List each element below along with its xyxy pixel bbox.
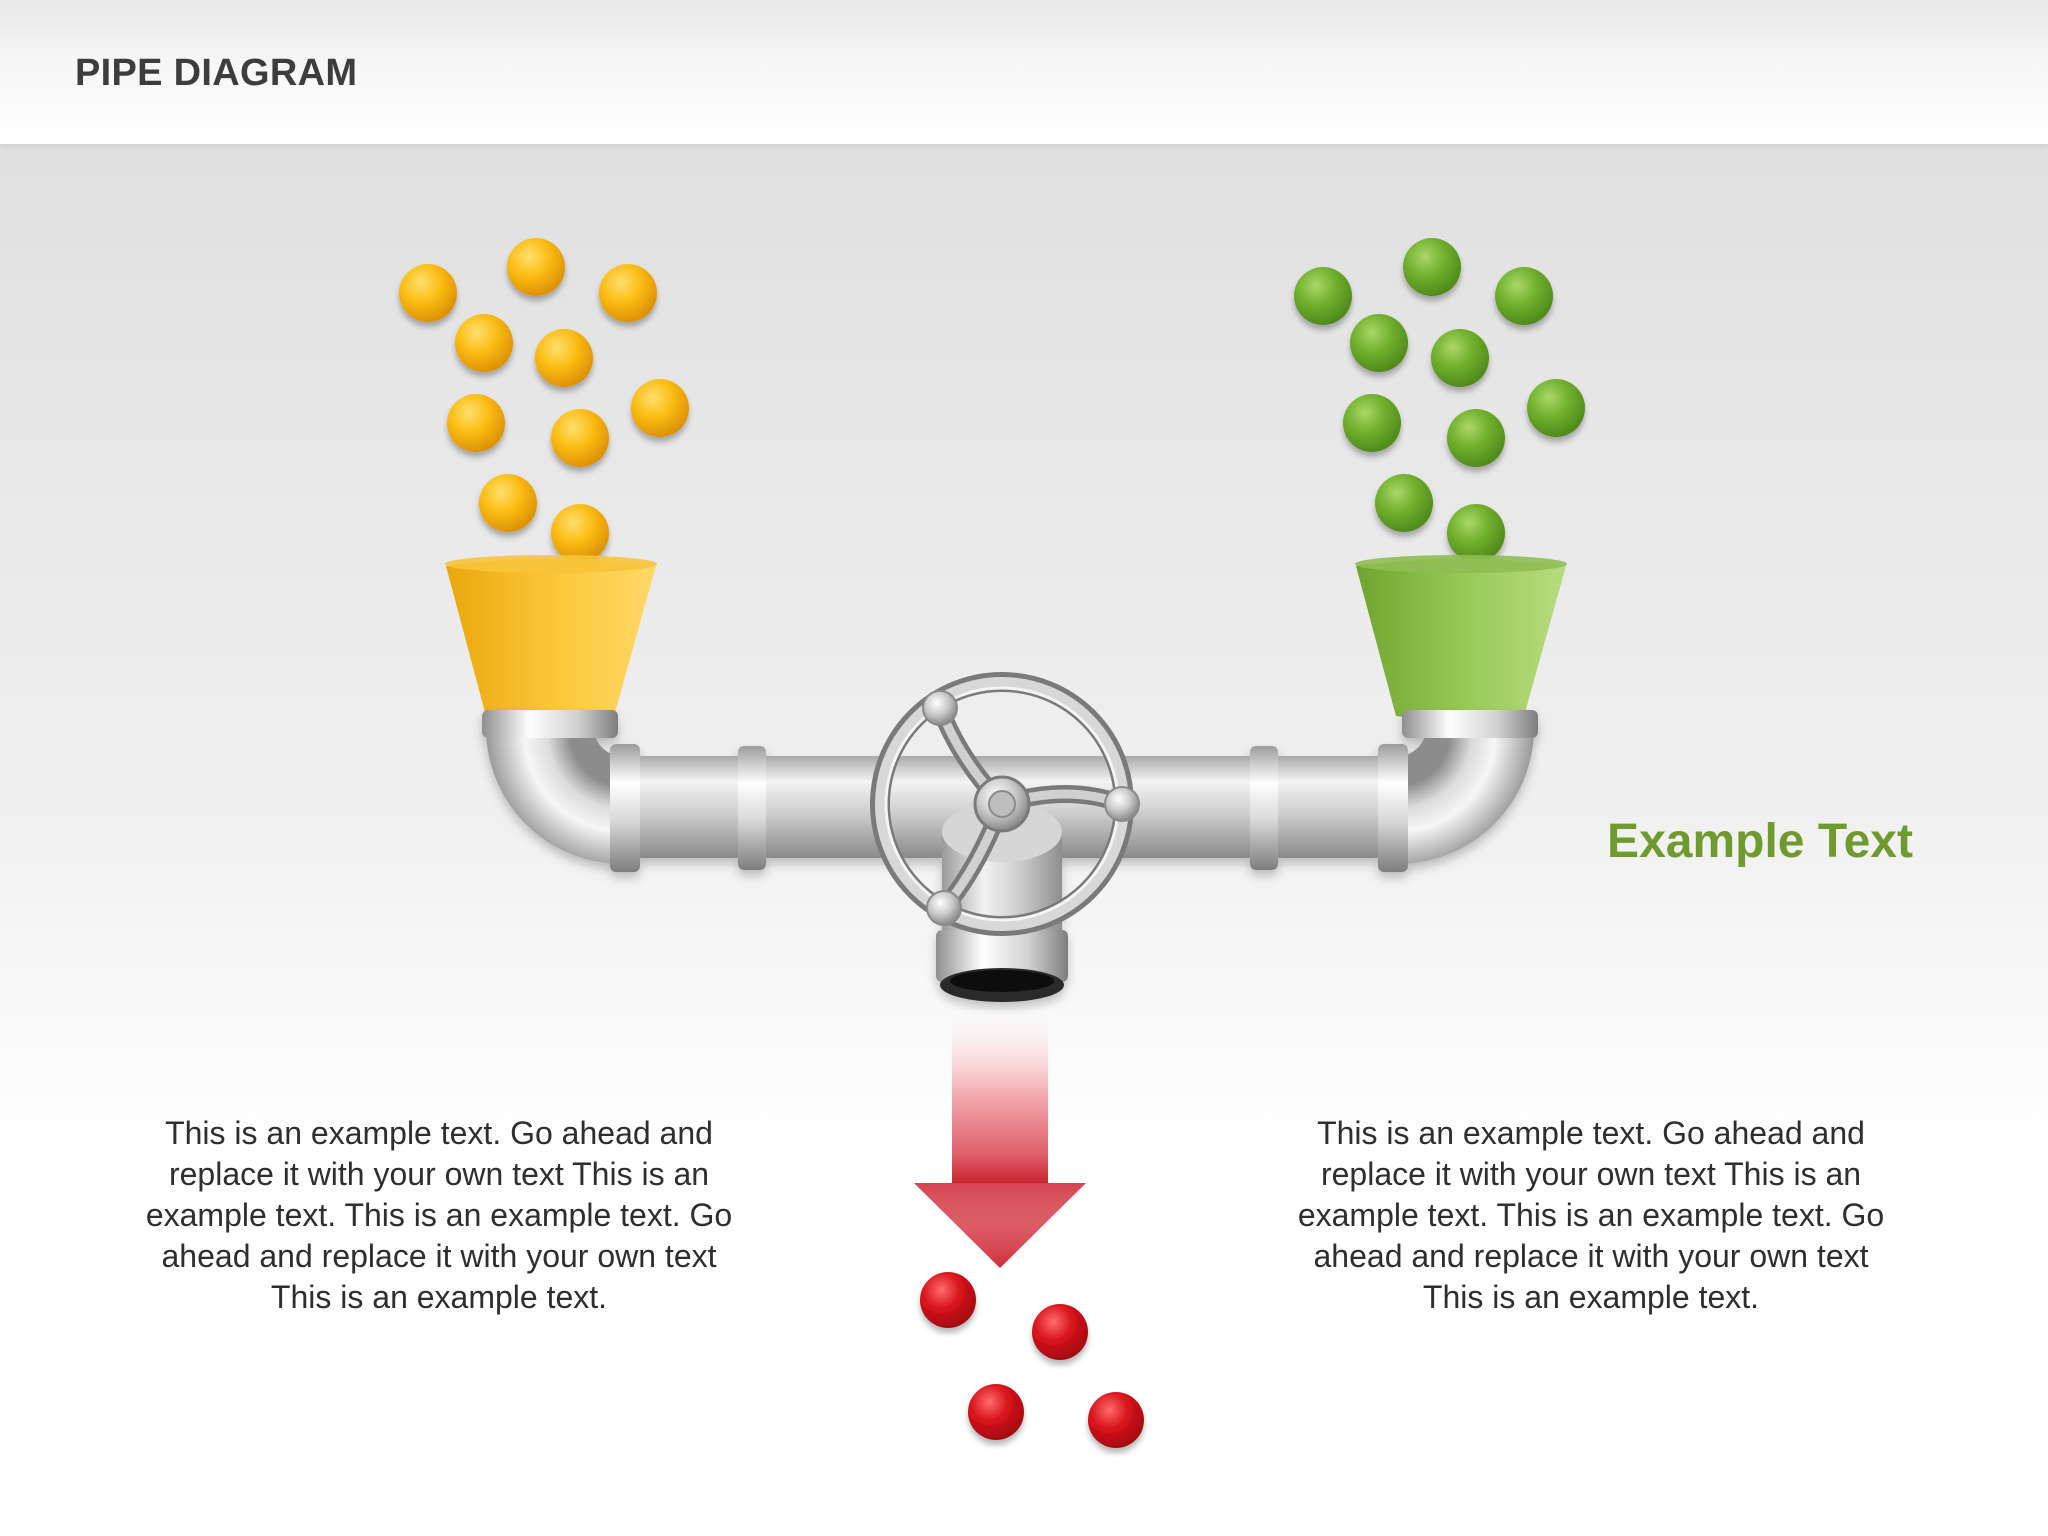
green-ball: [1447, 409, 1505, 467]
green-ball: [1527, 379, 1585, 437]
left-collar: [482, 710, 618, 738]
valve-knob: [922, 690, 958, 726]
red-ball: [1032, 1304, 1088, 1360]
yellow-ball: [551, 504, 609, 562]
yellow-ball: [599, 264, 657, 322]
yellow-ball: [447, 394, 505, 452]
right-collar: [1402, 710, 1538, 738]
left-funnel: [445, 555, 657, 721]
left-elbow: [486, 728, 622, 864]
green-ball: [1343, 394, 1401, 452]
right-elbow: [1398, 728, 1534, 864]
example-label: Example Text: [1607, 815, 1913, 868]
outlet-coupling: [936, 930, 1068, 982]
yellow-ball: [535, 329, 593, 387]
green-ball: [1294, 267, 1352, 325]
page-title: PIPE DIAGRAM: [75, 52, 358, 94]
header-bar: PIPE DIAGRAM: [0, 0, 2048, 144]
yellow-ball: [551, 409, 609, 467]
green-balls: [1294, 238, 1585, 562]
yellow-ball: [455, 314, 513, 372]
right-funnel: [1355, 555, 1567, 721]
green-ball: [1431, 329, 1489, 387]
yellow-ball: [631, 379, 689, 437]
pipe-assembly: [482, 710, 1538, 1002]
green-ball: [1350, 314, 1408, 372]
red-balls: [920, 1272, 1144, 1448]
red-ball: [920, 1272, 976, 1328]
green-ball: [1495, 267, 1553, 325]
valve-knob: [926, 890, 962, 926]
down-arrow: [914, 1010, 1086, 1268]
green-ball: [1375, 474, 1433, 532]
left-description: This is an example text. Go ahead and re…: [145, 1115, 733, 1315]
green-ball: [1403, 238, 1461, 296]
valve-wheel[interactable]: [870, 672, 1140, 936]
valve-knob: [1104, 786, 1140, 822]
red-ball: [1088, 1392, 1144, 1448]
pipe-coupling: [610, 744, 640, 872]
yellow-balls: [399, 238, 689, 562]
pipe-coupling: [1378, 744, 1408, 872]
right-description: This is an example text. Go ahead and re…: [1297, 1115, 1885, 1315]
red-ball: [968, 1384, 1024, 1440]
pipe-coupling: [738, 746, 766, 870]
green-ball: [1447, 504, 1505, 562]
pipe-coupling: [1250, 746, 1278, 870]
yellow-ball: [399, 264, 457, 322]
yellow-ball: [479, 474, 537, 532]
yellow-ball: [507, 238, 565, 296]
